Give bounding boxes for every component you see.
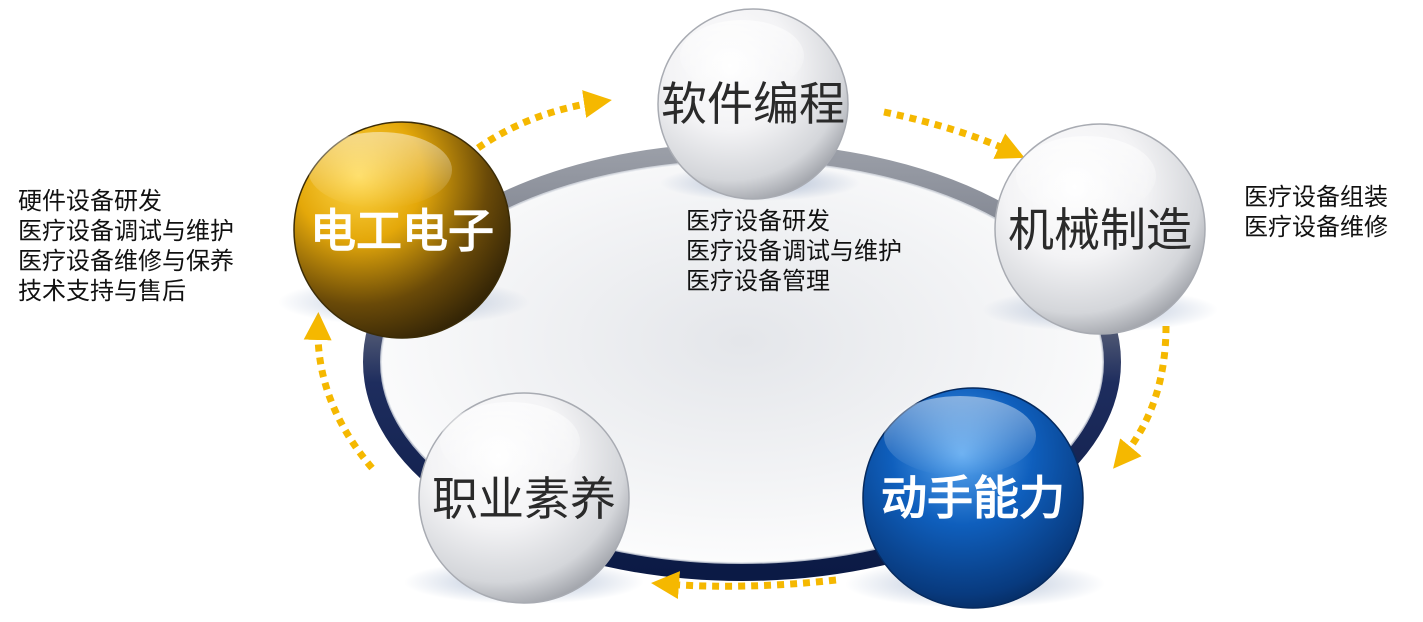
node-professional-label: 职业素养: [432, 472, 616, 526]
center-note-item: 医疗设备研发: [686, 207, 830, 235]
left-note-item: 硬件设备研发: [18, 187, 162, 215]
node-electrical-gloss: [308, 132, 452, 208]
arrow-mechanical-to-hands-on: [1113, 325, 1170, 469]
center-note-item: 医疗设备管理: [686, 267, 830, 295]
left-note-item: 医疗设备维修与保养: [18, 247, 234, 275]
left-note-item: 医疗设备调试与维护: [18, 217, 234, 245]
right-note-item: 医疗设备维修: [1244, 213, 1388, 241]
right-note-item: 医疗设备组装: [1244, 183, 1388, 211]
arrow-professional-to-electrical: [303, 312, 375, 471]
node-software-gloss: [680, 20, 804, 92]
left-notes: 硬件设备研发 医疗设备调试与维护 医疗设备维修与保养 技术支持与售后: [18, 186, 234, 306]
node-hands-on: 动手能力: [845, 387, 1105, 609]
center-note-item: 医疗设备调试与维护: [686, 237, 902, 265]
node-mechanical-label: 机械制造: [1008, 203, 1192, 257]
arrow-electrical-to-software: [476, 90, 612, 151]
node-software: 软件编程: [657, 8, 860, 201]
node-electrical: 电工电子: [278, 121, 530, 339]
node-professional-gloss: [440, 402, 580, 482]
node-hands-on-gloss: [884, 396, 1036, 476]
center-notes: 医疗设备研发 医疗设备调试与维护 医疗设备管理: [686, 206, 902, 296]
node-mechanical: 机械制造: [982, 123, 1218, 335]
left-note-item: 技术支持与售后: [18, 277, 186, 305]
arrows: [303, 90, 1170, 600]
node-hands-on-label: 动手能力: [881, 471, 1065, 525]
arrow-software-to-mechanical: [883, 108, 1025, 159]
node-electrical-label: 电工电子: [310, 204, 494, 258]
node-professional: 职业素养: [404, 392, 644, 604]
node-mechanical-gloss: [1016, 136, 1156, 216]
node-software-label: 软件编程: [661, 77, 845, 131]
right-notes: 医疗设备组装 医疗设备维修: [1244, 182, 1388, 242]
